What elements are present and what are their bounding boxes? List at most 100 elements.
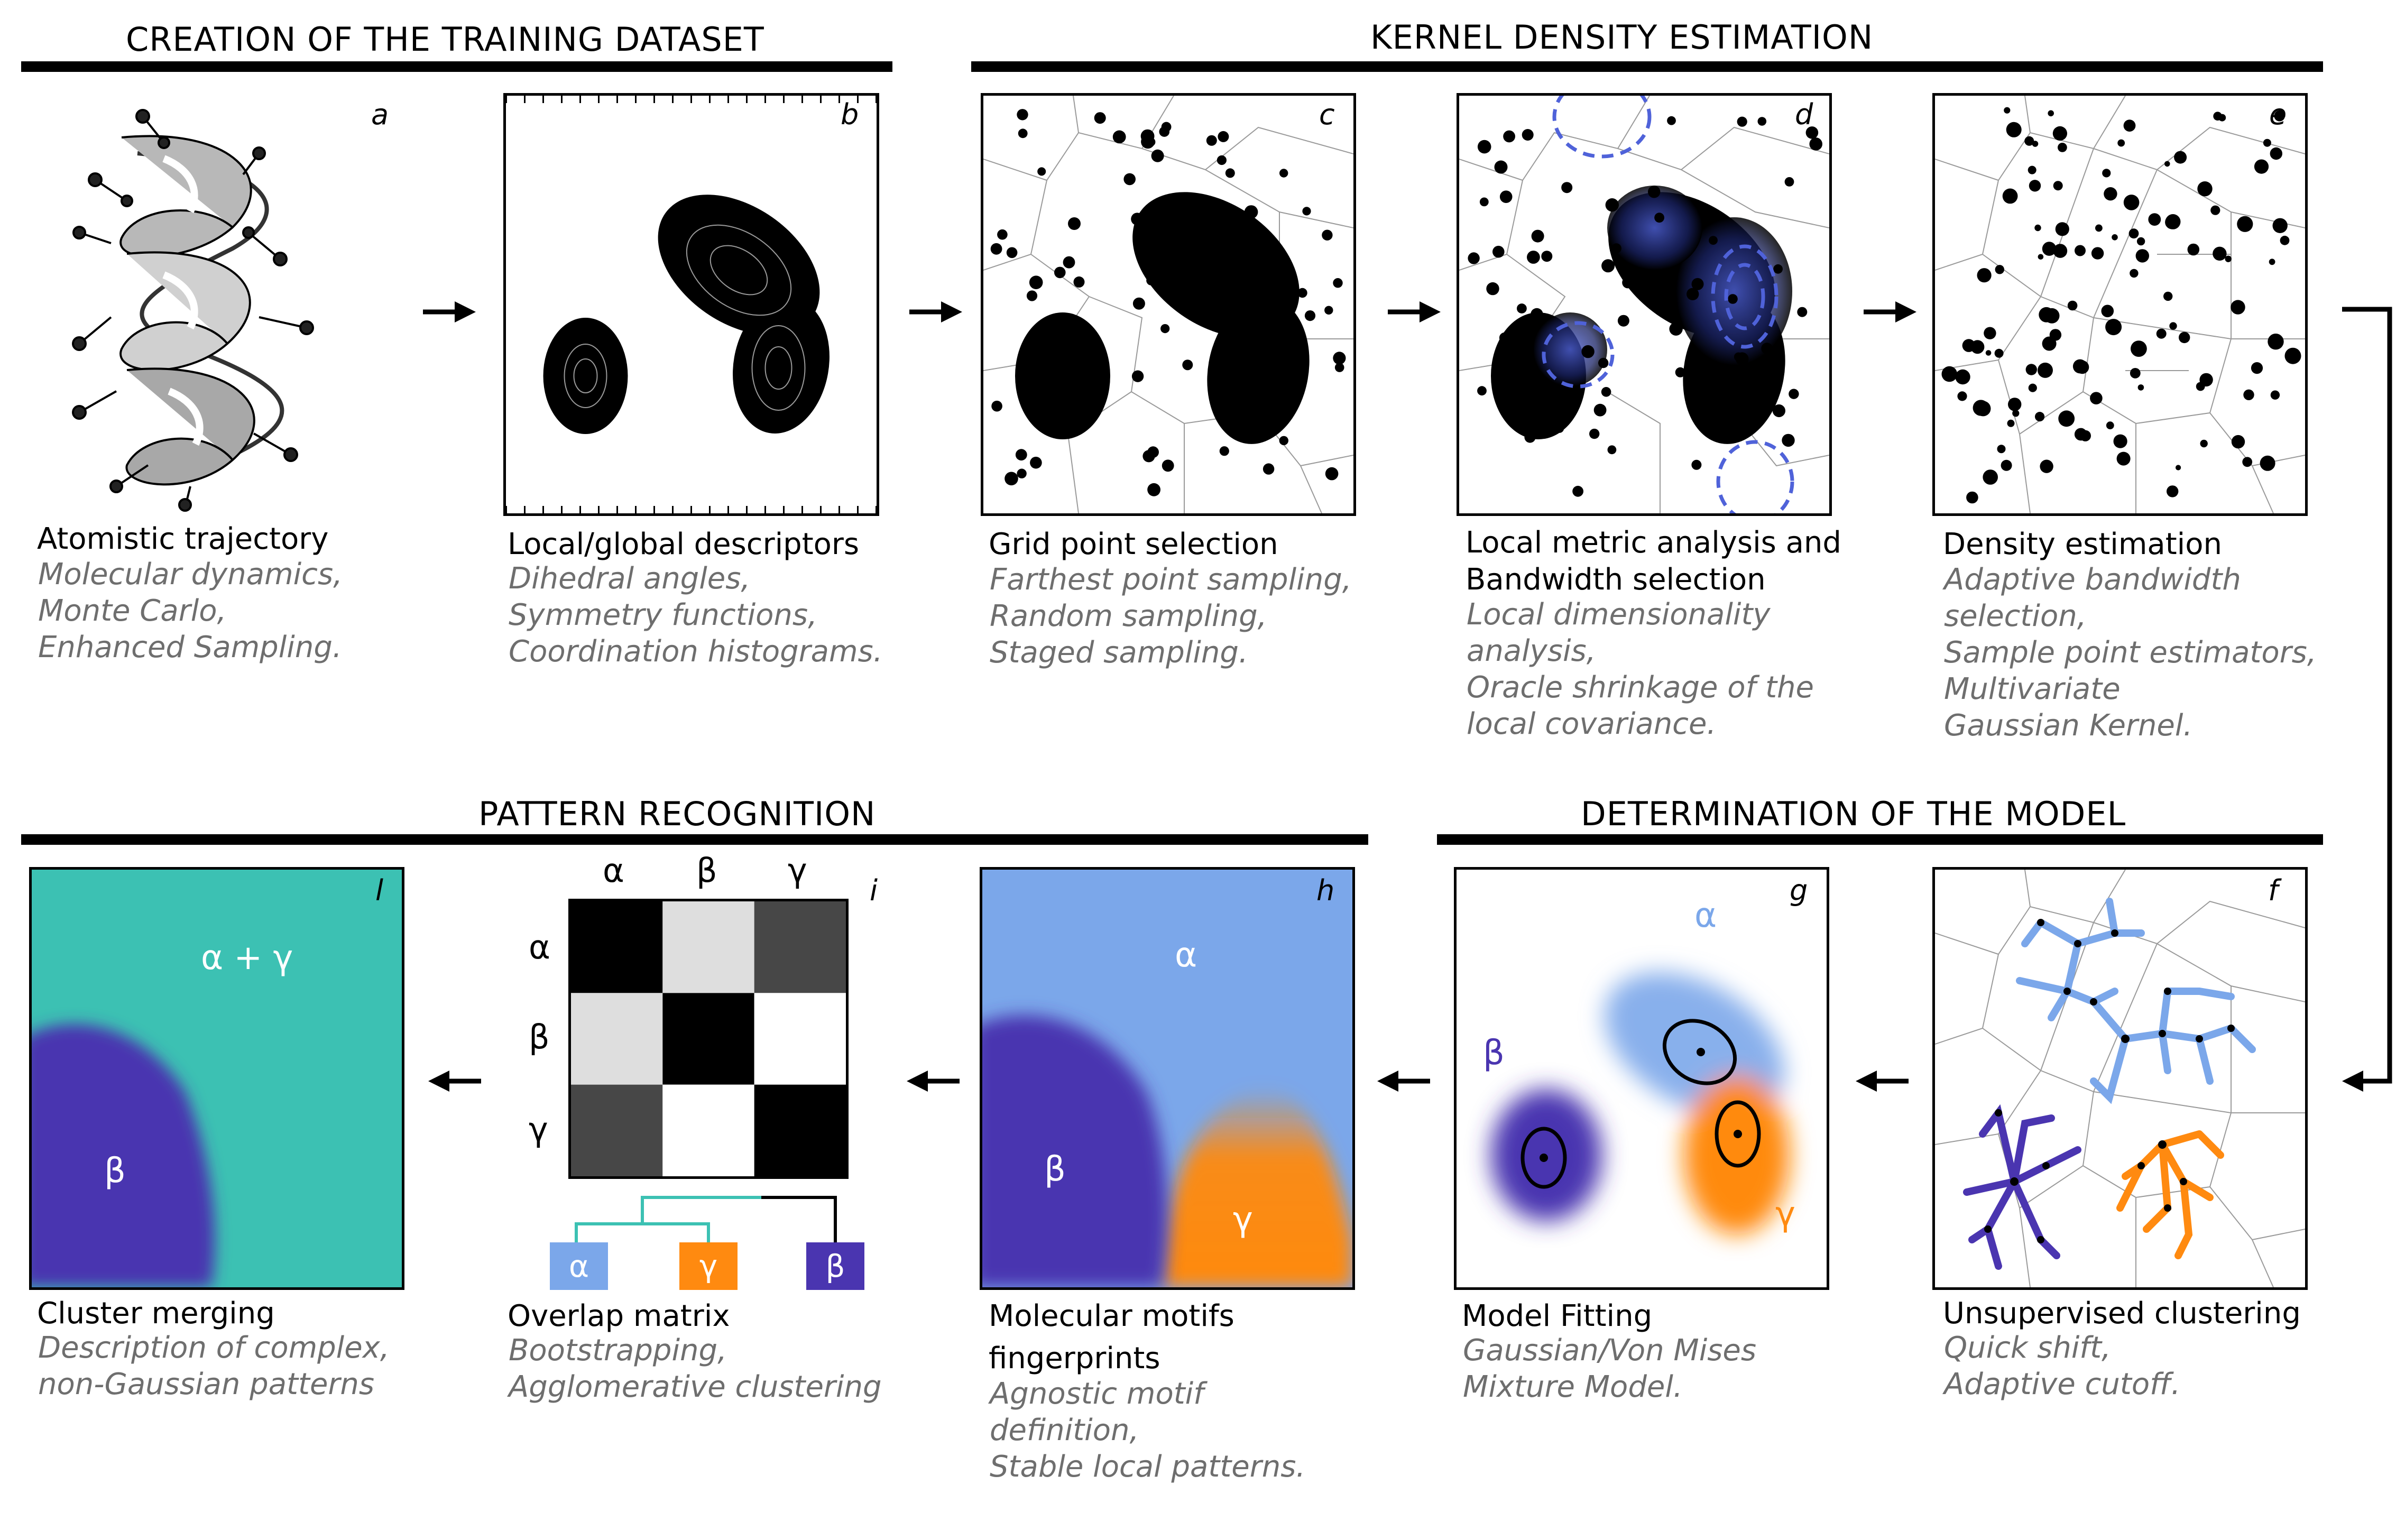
label-alpha-h: α (1175, 936, 1197, 975)
grid-point (1728, 294, 1738, 304)
density-point (2270, 147, 2282, 160)
grid-point (1151, 149, 1164, 162)
grid-point (1687, 288, 1699, 300)
contour-lines-b (564, 224, 806, 411)
density-point (2053, 181, 2063, 191)
density-point (2270, 390, 2280, 400)
grid-point (1572, 485, 1583, 497)
grid-point (1741, 371, 1754, 384)
density-point (2243, 389, 2254, 400)
grid-point (1297, 288, 1307, 298)
grid-point (1622, 276, 1634, 289)
grid-point (1737, 116, 1747, 127)
grid-point (1607, 445, 1617, 455)
density-point (2024, 136, 2034, 146)
overlap-cell-1-0 (571, 993, 663, 1085)
grid-point (1018, 128, 1028, 139)
grid-point (1082, 403, 1095, 417)
dendrogram-leaf-gamma: γ (679, 1242, 738, 1290)
density-point (2058, 410, 2075, 427)
grid-point (1561, 182, 1573, 193)
density-point (2131, 340, 2147, 357)
density-point (2251, 362, 2263, 374)
density-point (2028, 165, 2036, 174)
arrow-g-to-h (1377, 1071, 1430, 1092)
grid-point (1180, 233, 1190, 242)
density-point (2268, 334, 2284, 350)
grid-point (1206, 135, 1217, 146)
grid-point (1245, 233, 1259, 247)
panel-label-b: b (841, 98, 859, 131)
density-point (2231, 300, 2245, 315)
section-bar-kde (971, 61, 2323, 72)
dendrogram-leaf-beta: β (806, 1242, 864, 1290)
grid-point (1054, 266, 1066, 279)
grid-point (1789, 389, 1799, 399)
overlap-col-label-beta: β (696, 851, 717, 890)
density-point (2048, 110, 2054, 117)
panel-f-clustering (1932, 867, 2308, 1290)
gaussian-ellipses-g (1520, 1019, 1761, 1189)
grid-point (1026, 290, 1038, 301)
density-point (2231, 435, 2245, 449)
grid-point (1071, 368, 1081, 377)
grid-point (1324, 306, 1333, 315)
panel-label-e: e (2269, 98, 2287, 131)
density-point (2055, 222, 2069, 236)
density-point (2128, 228, 2139, 239)
overlap-row-label-beta: β (529, 1018, 550, 1056)
section-bar-pattern (21, 834, 1368, 845)
density-point (2164, 161, 2170, 167)
density-point (2095, 224, 2103, 232)
density-point (2004, 107, 2011, 114)
grid-point (1809, 137, 1822, 151)
density-point (2237, 216, 2253, 232)
bandwidth-ellipses-d (1542, 96, 1794, 513)
grid-point (1477, 140, 1491, 154)
panel-label-f: f (2268, 874, 2279, 907)
density-point (2053, 244, 2068, 258)
density-point (2058, 143, 2067, 152)
grid-point (1593, 403, 1607, 417)
label-alpha-gamma-merged: α + γ (201, 938, 293, 978)
grid-point (1239, 355, 1249, 365)
cluster-tree-beta (1963, 1104, 2081, 1270)
grid-point (1249, 354, 1261, 366)
density-point (2156, 328, 2167, 339)
panel-h-fingerprints (980, 867, 1355, 1290)
voronoi-cells-f (1935, 870, 2305, 1287)
density-point (2002, 188, 2018, 204)
panel-l-merged (29, 867, 404, 1290)
density-point (1973, 400, 1989, 416)
grid-point (1322, 229, 1333, 241)
voronoi-cells-e (1935, 96, 2305, 513)
grid-point (1479, 197, 1489, 207)
density-point (2044, 308, 2060, 324)
grid-point (1140, 129, 1155, 143)
overlap-cell-2-1 (662, 1084, 754, 1176)
grid-point (1042, 380, 1054, 393)
grid-point (1701, 384, 1715, 398)
caption-title-i: Overlap matrix (508, 1299, 730, 1333)
density-point (1966, 491, 1978, 504)
density-point (1997, 445, 2006, 454)
caption-body-b: Dihedral angles,Symmetry functions,Coord… (509, 561, 883, 669)
label-beta-l: β (104, 1151, 126, 1191)
overlap-cell-2-2 (754, 1084, 846, 1176)
panel-c-grid-points (981, 93, 1356, 516)
label-beta-g: β (1483, 1034, 1505, 1073)
caption-title-a: Atomistic trajectory (37, 522, 329, 556)
panel-label-g: g (1790, 874, 1808, 907)
arrow-h-to-i (907, 1071, 960, 1092)
density-point (2213, 112, 2222, 121)
section-title-creation: CREATION OF THE TRAINING DATASET (126, 20, 764, 59)
density-point (2090, 392, 2103, 404)
label-beta-h: β (1044, 1150, 1066, 1189)
grid-point (1492, 245, 1505, 258)
density-point (2196, 382, 2205, 391)
dendrogram (575, 1196, 837, 1242)
grid-point (1692, 392, 1703, 403)
